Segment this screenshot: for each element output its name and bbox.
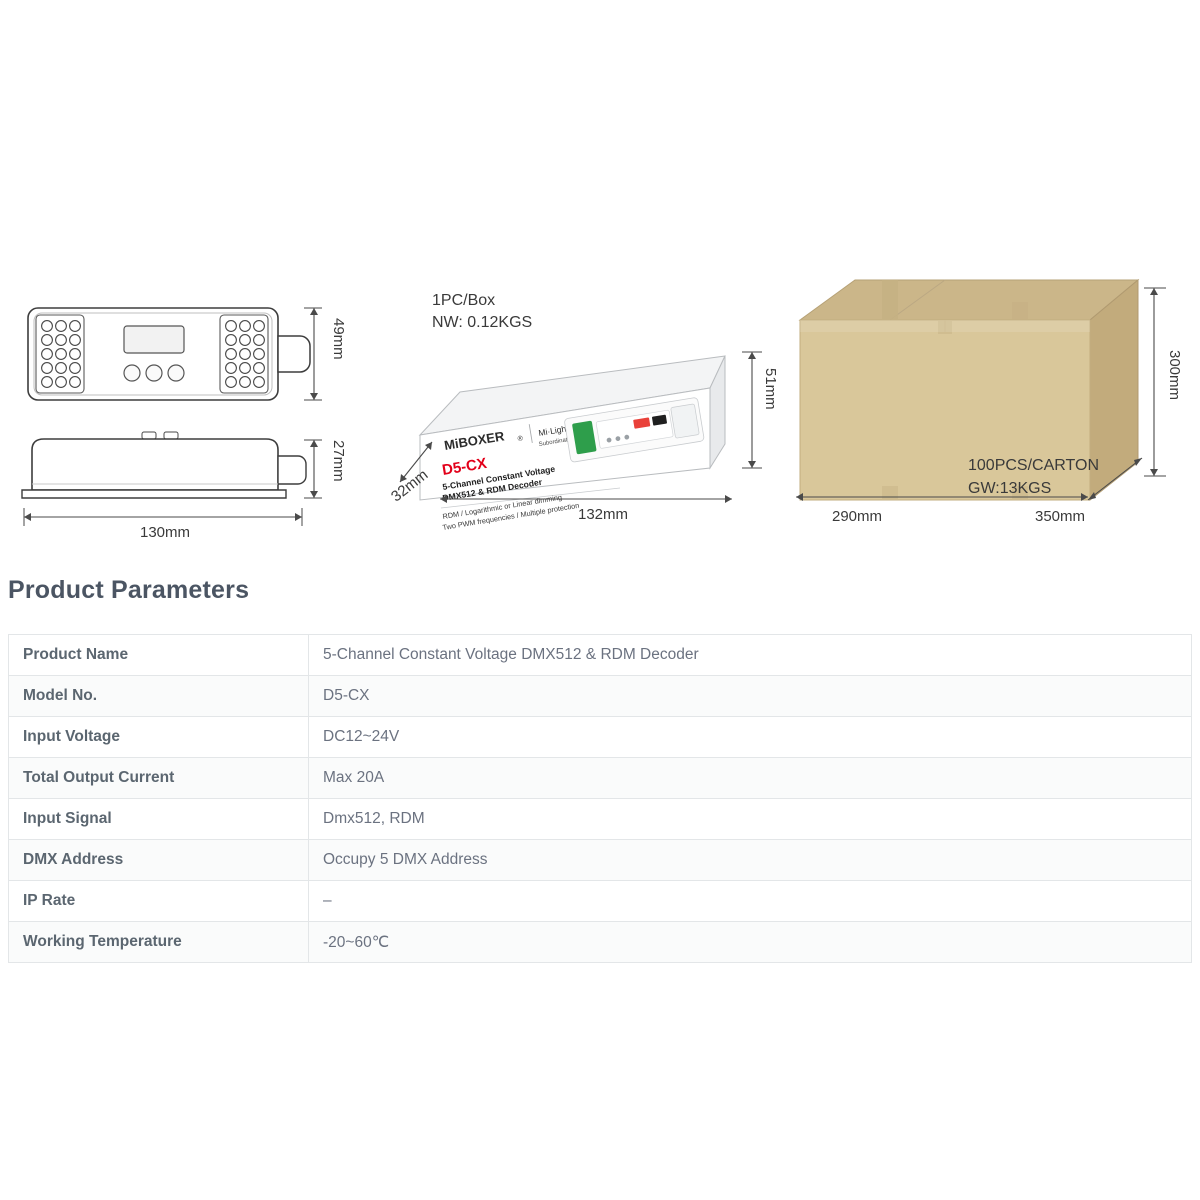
box-weight-label: NW: 0.12KGS (432, 314, 533, 331)
carton-width-dimension (1080, 452, 1160, 522)
param-key: Total Output Current (8, 757, 309, 799)
box-depth-dimension (386, 428, 446, 518)
param-value: Max 20A (308, 757, 1192, 799)
svg-text:®: ® (517, 434, 524, 443)
param-key: Input Signal (8, 798, 309, 840)
carton-depth-label: 290mm (832, 508, 883, 525)
controller-height-dimension (300, 300, 340, 410)
box-height-label: 51mm (762, 368, 779, 410)
table-row: IP Rate – (8, 880, 1192, 922)
box-height-dimension (740, 340, 774, 500)
param-key: IP Rate (8, 880, 309, 922)
param-value: -20~60℃ (308, 921, 1192, 963)
controller-length-dimension (14, 504, 314, 530)
carton-depth-dimension (790, 484, 1096, 510)
param-key: Product Name (8, 634, 309, 676)
param-value: Occupy 5 DMX Address (308, 839, 1192, 881)
controller-height-label: 49mm (330, 318, 347, 360)
box-width-label: 132mm (578, 506, 629, 523)
table-row: Total Output Current Max 20A (8, 757, 1192, 799)
page-title: Product Parameters (8, 576, 250, 604)
table-row: DMX Address Occupy 5 DMX Address (8, 839, 1192, 881)
carton-qty-label: 100PCS/CARTON (968, 457, 1100, 474)
retail-box-illustration: MiBOXER ® Mi·Light Subordinate New Brand (405, 340, 755, 532)
param-key: Model No. (8, 675, 309, 717)
box-pcs-label: 1PC/Box (432, 292, 496, 309)
param-value: DC12~24V (308, 716, 1192, 758)
box-width-dimension (430, 486, 750, 512)
controller-thickness-dimension (300, 432, 340, 512)
param-key: Input Voltage (8, 716, 309, 758)
table-row: Input Voltage DC12~24V (8, 716, 1192, 758)
packaging-diagram: 49mm (0, 0, 1200, 560)
table-row: Working Temperature -20~60℃ (8, 921, 1192, 963)
param-value: 5-Channel Constant Voltage DMX512 & RDM … (308, 634, 1192, 676)
controller-thickness-label: 27mm (330, 440, 347, 482)
table-row: Model No. D5-CX (8, 675, 1192, 717)
param-value: – (308, 880, 1192, 922)
param-value: D5-CX (308, 675, 1192, 717)
product-parameters-table: Product Name 5-Channel Constant Voltage … (8, 634, 1192, 963)
carton-height-label: 300mm (1166, 350, 1183, 401)
param-key: Working Temperature (8, 921, 309, 963)
table-row: Product Name 5-Channel Constant Voltage … (8, 634, 1192, 676)
controller-top-view (14, 300, 314, 410)
param-value: Dmx512, RDM (308, 798, 1192, 840)
svg-text:Mi·Light: Mi·Light (538, 423, 570, 438)
carton-weight-label: GW:13KGS (968, 480, 1052, 497)
param-key: DMX Address (8, 839, 309, 881)
carton-illustration (790, 272, 1150, 522)
carton-width-label: 350mm (1035, 508, 1086, 525)
controller-side-view (14, 430, 314, 510)
table-row: Input Signal Dmx512, RDM (8, 798, 1192, 840)
carton-height-dimension (1142, 276, 1176, 496)
controller-length-label: 130mm (140, 524, 191, 541)
